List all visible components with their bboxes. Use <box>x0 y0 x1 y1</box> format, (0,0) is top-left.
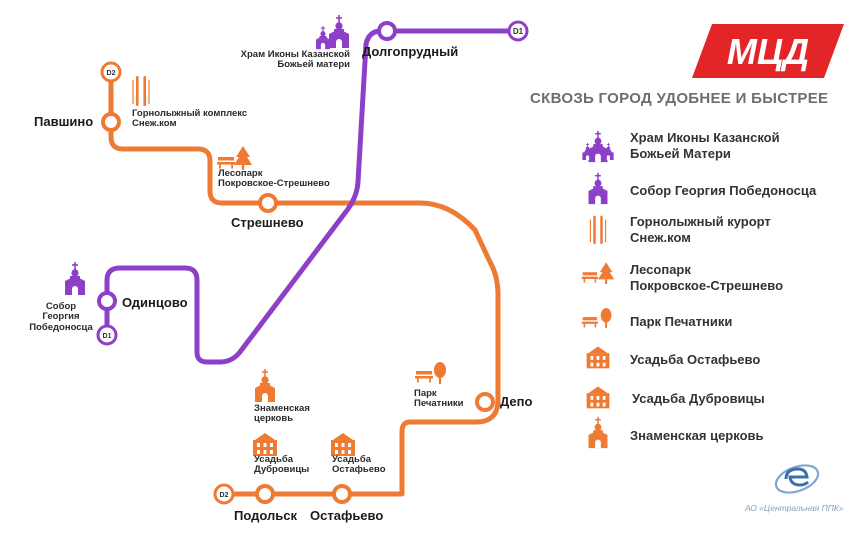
badge-d2-top: D2 <box>100 61 122 83</box>
line-d1 <box>104 28 521 365</box>
ski-icon <box>132 75 150 107</box>
legend-item-pechatniki: Парк Печатники <box>572 300 862 336</box>
legend-item-ostafyevo-estate: Усадьба Остафьево <box>572 338 862 374</box>
legend-text-kazan-line2: Божьей Матери <box>630 145 731 161</box>
station-label-dolgoprudny: Долгопрудный <box>362 44 459 59</box>
badge-d1-bottom-label: D1 <box>103 333 112 340</box>
legend-item-kazan-temple: Храм Иконы Казанской Божьей Матери <box>572 128 862 164</box>
poi-label-pechatniki: Парк Печатники <box>414 388 464 410</box>
ski-icon <box>589 215 607 245</box>
park-icon <box>581 308 612 328</box>
legend-text-ski-line2: Снеж.ком <box>630 229 691 245</box>
manor-icon <box>586 346 610 369</box>
legend-item-dubrovitsy: Усадьба Дубровицы <box>572 378 862 414</box>
badge-d1-top-label: D1 <box>513 27 524 36</box>
kazan-temple-side-icon <box>315 25 331 50</box>
legend-text-forest-line2: Покровское-Стрешнево <box>630 277 784 293</box>
poi-label-znamenskaya-line2: церковь <box>254 413 294 425</box>
station-label-podolsk: Подольск <box>234 508 297 523</box>
cathedral-icon <box>587 172 609 205</box>
legend-text-ski: Горнолыжный курорт Снеж.ком <box>630 214 771 245</box>
pechatniki-bench-icon <box>415 371 433 383</box>
legend-text-kazan-temple: Храм Иконы Казанской Божьей Матери <box>630 130 780 161</box>
station-depo[interactable] <box>475 392 495 412</box>
pechatniki-tree-icon <box>434 362 446 384</box>
legend-text-ski-line1: Горнолыжный курорт <box>630 214 771 229</box>
poi-label-st-george-line3: Победоносца <box>29 321 93 333</box>
poi-label-dubrovitsy-line1: Усадьба <box>254 454 294 465</box>
dubrovitsy-manor-icon <box>253 433 277 456</box>
tagline: СКВОЗЬ ГОРОД УДОБНЕЕ И БЫСТРЕЕ <box>530 90 829 107</box>
badge-d1-bottom: D1 <box>96 324 118 346</box>
poi-label-kazan-temple: Храм Иконы Казанской Божьей матери <box>230 49 350 71</box>
poi-label-st-george-line2: Георгия <box>42 311 80 323</box>
poi-label-st-george: Собор Георгия Победоносца <box>26 301 96 333</box>
legend-text-st-george: Собор Георгия Победоносца <box>630 183 817 198</box>
poi-label-znamenskaya-line1: Знаменская <box>254 403 310 414</box>
legend-text-pechatniki: Парк Печатники <box>630 314 733 329</box>
bench-icon <box>217 157 235 169</box>
poi-label-st-george-line1: Собор <box>45 301 77 312</box>
badge-d1-top: D1 <box>507 20 529 42</box>
badge-d2-top-label: D2 <box>107 70 116 77</box>
poi-label-dubrovitsy: Усадьба Дубровицы <box>254 454 310 476</box>
company-name: АО «Центральная ППК» <box>745 503 844 513</box>
st-george-cathedral-icon <box>64 261 86 296</box>
legend-item-forest-park: Лесопарк Покровское-Стрешнево <box>572 256 862 293</box>
poi-label-ski-line1: Горнолыжный комплекс <box>132 108 248 119</box>
legend-text-ostafyevo-estate: Усадьба Остафьево <box>630 352 761 367</box>
poi-label-dubrovitsy-line2: Дубровицы <box>254 464 310 476</box>
poi-label-pechatniki-line2: Печатники <box>414 398 464 410</box>
line-d2 <box>108 70 501 497</box>
station-podolsk[interactable] <box>255 484 275 504</box>
legend-text-forest-park: Лесопарк Покровское-Стрешнево <box>630 262 783 293</box>
mcd-logo-text: МЦД <box>727 31 809 72</box>
poi-label-forest-park: Лесопарк Покровское-Стрешнево <box>218 168 330 190</box>
legend-item-ski: Горнолыжный курорт Снеж.ком <box>572 210 862 246</box>
station-ostafyevo[interactable] <box>332 484 352 504</box>
legend-text-forest-line1: Лесопарк <box>630 262 691 277</box>
poi-label-ostafyevo-estate-line2: Остафьево <box>332 464 386 476</box>
station-label-pavshino: Павшино <box>34 114 94 129</box>
station-label-depo: Депо <box>500 394 533 409</box>
poi-label-kazan-temple-line1: Храм Иконы Казанской <box>240 49 350 60</box>
company-logo <box>774 464 820 494</box>
poi-label-pechatniki-line1: Парк <box>414 388 437 399</box>
kazan-temple-icon <box>328 14 350 49</box>
station-label-ostafyevo: Остафьево <box>310 508 384 523</box>
badge-d2-bottom: D2 <box>213 483 235 505</box>
church-icon <box>581 130 615 163</box>
legend-text-dubrovitsy: Усадьба Дубровицы <box>632 391 765 406</box>
station-pavshino[interactable] <box>101 112 121 132</box>
legend-item-znamenskaya: Знаменская церковь <box>572 414 862 450</box>
station-dolgoprudny[interactable] <box>377 21 397 41</box>
poi-label-forest-line1: Лесопарк <box>218 168 263 179</box>
station-streshnevo[interactable] <box>258 193 278 213</box>
poi-label-ostafyevo-estate: Усадьба Остафьево <box>332 454 386 476</box>
legend-text-kazan-line1: Храм Иконы Казанской <box>630 130 780 145</box>
znamenskaya-church-icon <box>254 368 276 403</box>
poi-label-ski-line2: Снеж.ком <box>132 118 177 130</box>
station-odintsovo[interactable] <box>97 291 117 311</box>
mcd-logo: МЦД <box>692 24 844 78</box>
badge-d2-bottom-label: D2 <box>220 492 229 499</box>
forest-park-icon <box>581 262 615 284</box>
station-label-odintsovo: Одинцово <box>122 295 188 310</box>
station-label-streshnevo: Стрешнево <box>231 215 304 230</box>
legend-text-znamenskaya: Знаменская церковь <box>630 428 764 443</box>
church-icon <box>587 416 609 449</box>
poi-label-znamenskaya: Знаменская церковь <box>254 403 310 425</box>
poi-label-ski-complex: Горнолыжный комплекс Снеж.ком <box>132 108 248 130</box>
manor-icon <box>586 386 610 409</box>
poi-label-kazan-temple-line2: Божьей матери <box>277 59 350 71</box>
poi-label-ostafyevo-estate-line1: Усадьба <box>332 454 372 465</box>
poi-label-forest-line2: Покровское-Стрешнево <box>218 178 330 190</box>
ostafyevo-manor-icon <box>331 433 355 456</box>
legend-item-st-george: Собор Георгия Победоносца <box>572 170 862 206</box>
tree-icon <box>234 146 252 170</box>
